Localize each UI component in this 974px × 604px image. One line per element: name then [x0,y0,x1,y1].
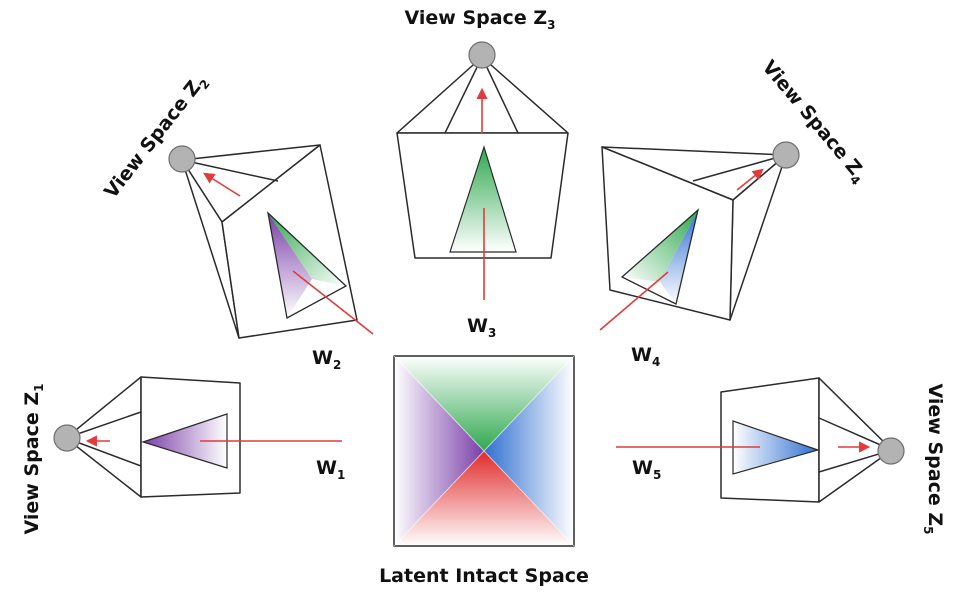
view-space-z1 [53,376,241,498]
latent-space-label: Latent Intact Space [379,565,589,587]
latent-left-triangle [394,356,484,546]
z4-view-triangle-right [660,210,698,304]
z5-frustum-top [818,377,893,503]
z5-camera-ball [877,437,905,465]
view-space-z3 [396,41,569,259]
z4-view-triangle-left [622,210,698,282]
view-space-z5 [720,377,905,503]
w4-label: W4 [631,344,660,369]
w5-label: W5 [632,457,661,482]
z3-label: View Space Z3 [405,7,556,32]
latent-intact-space [393,355,575,547]
z4-view-triangle-outline [620,208,700,305]
z1-camera-ball [53,424,81,452]
z4-camera-ball [772,141,800,169]
w2-projection-line [292,270,374,335]
z2-view-triangle-outline [267,211,348,319]
z4-view-arrow [736,168,764,191]
z1-label: View Space Z1 [21,384,46,535]
z3-camera-ball [468,41,496,69]
latent-right-triangle [484,356,574,546]
z3-view-triangle [449,144,517,253]
w2-label: W2 [312,347,341,372]
latent-bottom-triangle [394,451,574,546]
latent-square-border [393,355,575,547]
z2-view-triangle-left [268,213,312,318]
w3-label: W3 [467,315,496,340]
z2-camera-ball [168,145,196,173]
view-space-z2 [168,144,358,339]
z5-label: View Space Z5 [921,384,946,535]
w4-projection-line [599,271,669,331]
latent-top-triangle [394,356,574,451]
z2-view-arrow [203,172,241,197]
w1-label: W1 [316,457,345,482]
view-space-z4 [601,141,800,321]
